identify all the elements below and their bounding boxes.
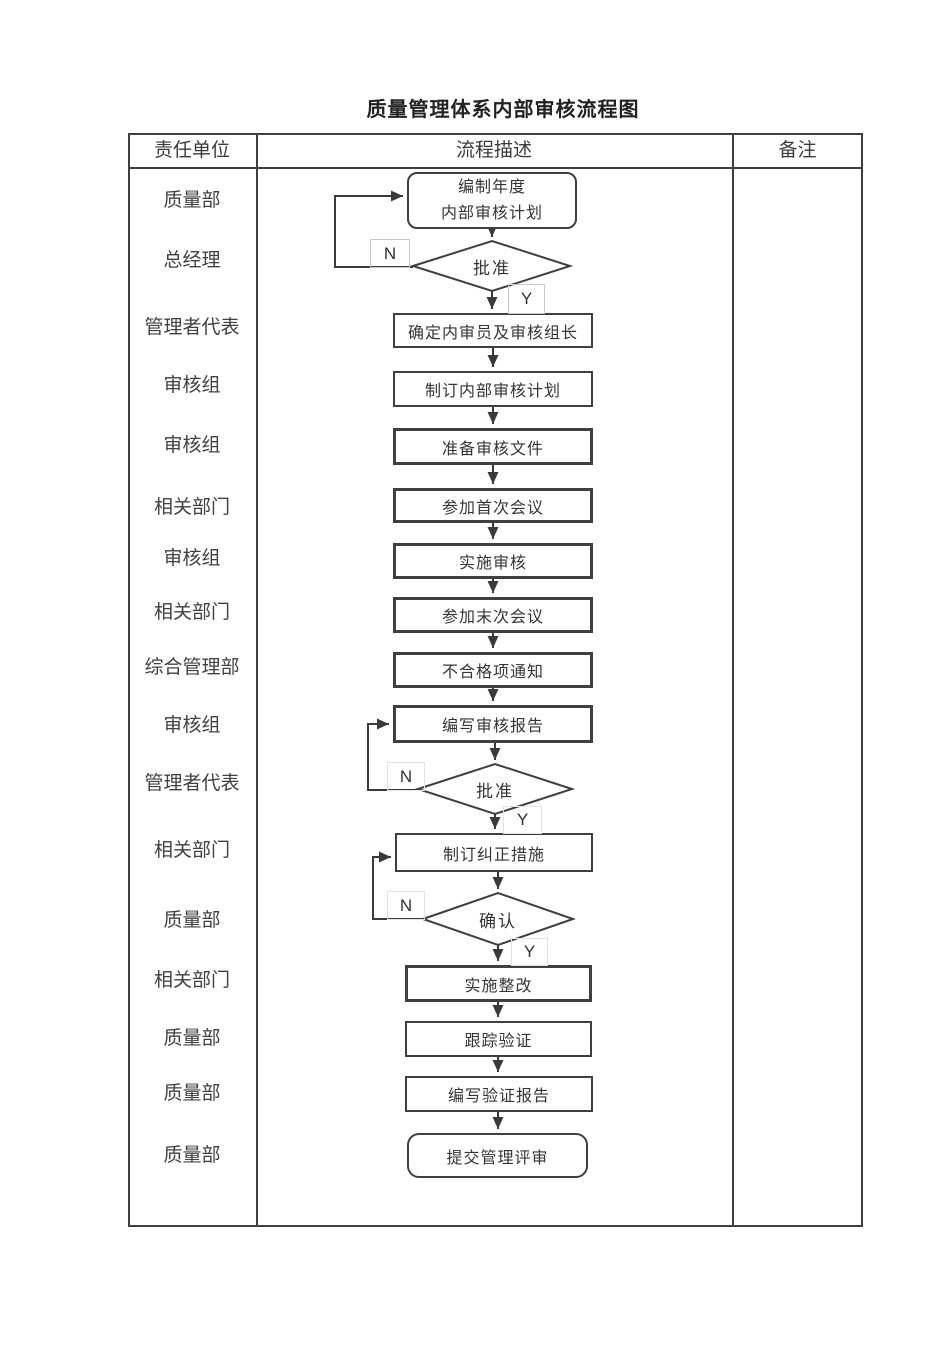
unit-label: 质量部 (163, 190, 221, 211)
decision-label-approve-1: 批准 (473, 258, 511, 278)
flow-node-follow-up-verification: 跟踪验证 (405, 1021, 592, 1057)
header-cell-remarks: 备注 (778, 140, 817, 161)
flow-node-make-audit-plan: 制订内部审核计划 (393, 371, 593, 407)
unit-label: 总经理 (163, 250, 221, 271)
branch-label-no: N (370, 239, 410, 268)
unit-label: 审核组 (163, 715, 221, 736)
flow-node-attend-first-meeting: 参加首次会议 (393, 488, 593, 523)
unit-label: 审核组 (163, 435, 221, 456)
header-cell-responsible-unit: 责任单位 (153, 140, 230, 161)
branch-label-no: N (387, 762, 425, 791)
unit-label: 综合管理部 (144, 657, 240, 678)
flow-node-make-corrective-actions: 制订纠正措施 (395, 833, 593, 872)
column-divider-right (732, 133, 734, 1227)
page-title: 质量管理体系内部审核流程图 (366, 99, 640, 121)
flow-node-prepare-annual-plan: 编制年度 内部审核计划 (407, 172, 577, 229)
decision-label-approve-2: 批准 (476, 781, 514, 801)
header-row-underline (128, 167, 863, 169)
flow-node-write-verification-report: 编写验证报告 (405, 1076, 593, 1112)
flow-node-implement-rectification: 实施整改 (405, 965, 592, 1002)
unit-label: 审核组 (163, 548, 221, 569)
unit-label: 质量部 (163, 1028, 221, 1049)
flow-node-nonconformity-notice: 不合格项通知 (393, 652, 593, 688)
unit-label: 质量部 (163, 910, 221, 931)
branch-label-yes: Y (511, 938, 548, 966)
unit-label: 管理者代表 (144, 773, 240, 794)
column-divider-left (256, 133, 258, 1227)
header-cell-process-description: 流程描述 (455, 140, 532, 161)
flow-node-submit-management-review: 提交管理评审 (407, 1133, 588, 1178)
unit-label: 相关部门 (153, 970, 230, 991)
branch-label-yes: Y (503, 806, 542, 834)
unit-label: 质量部 (163, 1083, 221, 1104)
unit-label: 相关部门 (153, 497, 230, 518)
decision-label-confirm: 确认 (479, 911, 517, 931)
unit-label: 质量部 (163, 1145, 221, 1166)
flow-node-prepare-audit-docs: 准备审核文件 (393, 428, 593, 465)
unit-label: 相关部门 (153, 840, 230, 861)
branch-label-no: N (387, 891, 425, 920)
unit-label: 相关部门 (153, 602, 230, 623)
branch-label-yes: Y (508, 284, 545, 314)
unit-label: 管理者代表 (144, 317, 240, 338)
flow-node-conduct-audit: 实施审核 (393, 543, 593, 579)
flow-node-write-audit-report: 编写审核报告 (393, 705, 593, 743)
flow-node-attend-last-meeting: 参加末次会议 (393, 597, 593, 633)
table-frame (128, 133, 863, 1227)
unit-label: 审核组 (163, 375, 221, 396)
flow-node-assign-auditors: 确定内审员及审核组长 (393, 313, 593, 348)
